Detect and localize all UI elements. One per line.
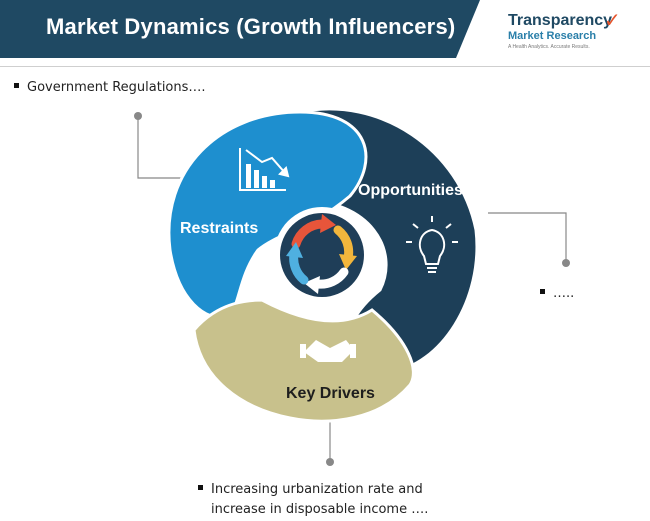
opportunities-connector-dot xyxy=(562,259,570,267)
lightbulb-icon xyxy=(406,216,458,273)
restraints-callout: Government Regulations…. xyxy=(14,80,206,95)
bullet-marker xyxy=(14,83,19,88)
drivers-segment xyxy=(192,298,415,423)
drivers-callout: Increasing urbanization rate and increas… xyxy=(198,480,428,520)
declining-chart-icon xyxy=(239,148,290,191)
drivers-callout-line-1: Increasing urbanization rate and xyxy=(198,480,428,500)
header-band xyxy=(0,0,480,58)
header-divider xyxy=(0,66,650,67)
drivers-connector-dot xyxy=(326,458,334,466)
checkmark-icon: ✓ xyxy=(604,10,621,32)
restraints-label: Restraints xyxy=(180,220,259,237)
opportunities-callout-text: ….. xyxy=(553,286,575,301)
logo-name: Transparency xyxy=(508,12,613,29)
restraints-callout-text: Government Regulations…. xyxy=(27,80,206,95)
company-logo: Transparency ✓ Market Research A Health … xyxy=(504,10,644,56)
logo-tagline: A Health Analytics. Accurate Results. xyxy=(508,44,590,50)
opportunities-callout: ….. xyxy=(540,286,574,301)
opportunities-label: Opportunities xyxy=(358,182,463,199)
drivers-callout-line-2: increase in disposable income …. xyxy=(211,502,429,517)
opportunities-connector xyxy=(488,212,567,262)
page-title: Market Dynamics (Growth Influencers) xyxy=(46,14,456,39)
cycle-arrows-icon xyxy=(286,214,357,294)
handshake-icon xyxy=(300,340,356,362)
logo-subtitle: Market Research xyxy=(508,30,597,42)
bullet-marker xyxy=(540,289,545,294)
drivers-label: Key Drivers xyxy=(286,385,375,402)
bullet-marker xyxy=(198,485,203,490)
restraints-connector-dot xyxy=(134,112,142,120)
